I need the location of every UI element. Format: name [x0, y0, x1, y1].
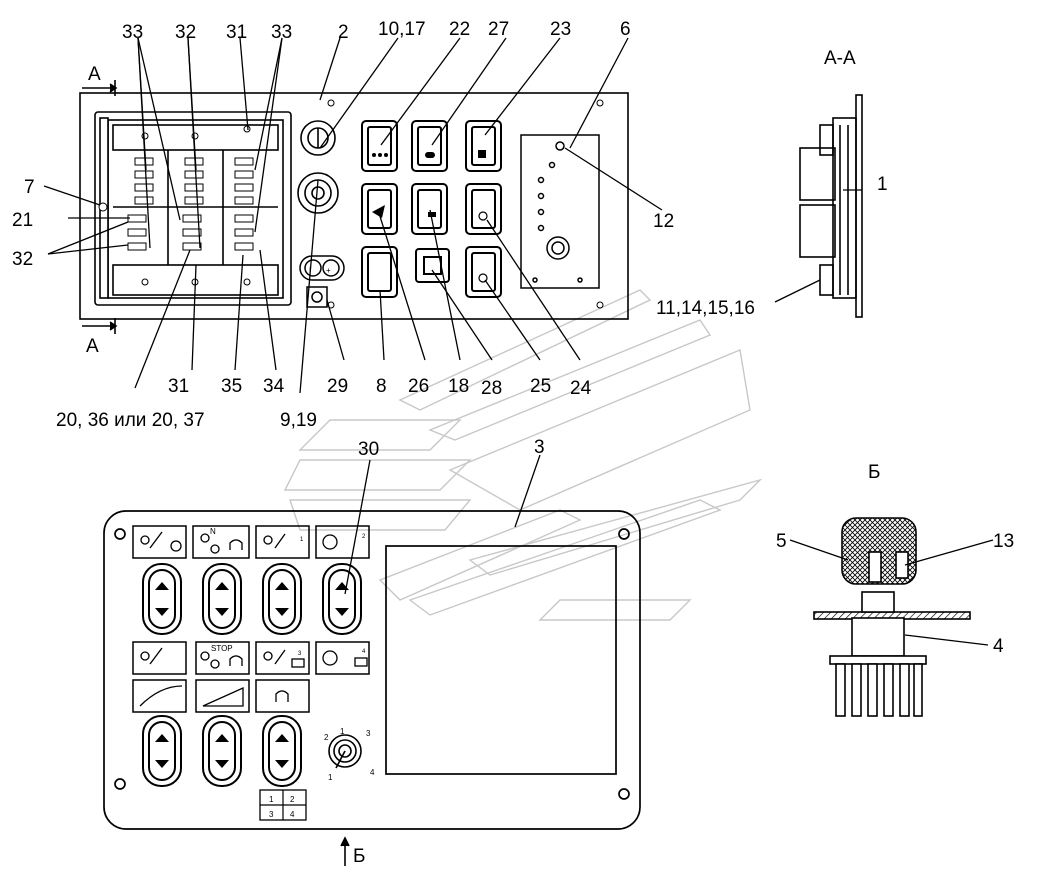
callout-8: 8 — [376, 376, 387, 397]
callout-33b: 33 — [271, 22, 292, 43]
callout-12: 12 — [653, 211, 674, 232]
num-1: 1 — [300, 537, 304, 543]
fuse-column-2 — [182, 157, 204, 251]
callout-20-36-37: 20, 36 или 20, 37 — [56, 410, 205, 431]
stop-text: STOP — [211, 644, 233, 653]
svg-text:4: 4 — [290, 810, 295, 819]
callout-32b: 32 — [12, 249, 33, 270]
knob-numbers: 2 1 3 1 4 — [324, 727, 375, 782]
callout-21: 21 — [12, 210, 33, 231]
callout-34: 34 — [263, 376, 285, 397]
svg-text:1: 1 — [328, 773, 333, 782]
section-aa-view — [799, 94, 863, 318]
svg-text:+: + — [326, 266, 331, 275]
callout-30: 30 — [358, 439, 379, 460]
section-marks — [82, 80, 350, 866]
callout-33: 33 — [122, 22, 143, 43]
position-grid: 1 2 3 4 — [259, 789, 307, 821]
fuse-column-1 — [127, 157, 154, 251]
callout-labels: 33 32 31 33 2 10,17 22 27 23 6 12 7 21 3… — [12, 19, 1014, 657]
rotary-knob — [297, 172, 339, 214]
callout-22: 22 — [449, 19, 470, 40]
detail-b-view — [813, 517, 971, 717]
bottom-rockers — [142, 563, 362, 787]
svg-text:3: 3 — [269, 810, 274, 819]
socket-connector: I + — [299, 255, 345, 308]
callout-10-17: 10,17 — [378, 19, 426, 40]
callout-31b: 31 — [168, 376, 189, 397]
indicator-plate — [520, 134, 600, 289]
svg-text:3: 3 — [366, 729, 371, 738]
selector-knob — [328, 734, 362, 769]
watermark — [283, 289, 763, 621]
top-switches — [361, 120, 502, 298]
plate-texts: N STOP 1 2 3 4 — [210, 527, 366, 657]
callout-13: 13 — [993, 531, 1014, 552]
callout-18: 18 — [448, 376, 469, 397]
bottom-label-plates — [132, 525, 370, 713]
top-panel — [79, 92, 629, 320]
callout-32: 32 — [175, 22, 196, 43]
section-mark-texts: А А А-А Б Б — [86, 48, 880, 867]
leader-lines — [43, 37, 994, 646]
detail-b-title: Б — [868, 462, 880, 483]
callout-26: 26 — [408, 376, 429, 397]
callout-28: 28 — [481, 378, 502, 399]
section-aa-title: А-А — [824, 48, 856, 69]
num-4: 4 — [362, 649, 366, 655]
ignition-switch — [300, 120, 336, 156]
svg-text:4: 4 — [370, 768, 375, 777]
callout-3: 3 — [534, 437, 545, 458]
fuse-column-3 — [234, 157, 254, 251]
callout-6: 6 — [620, 19, 631, 40]
callout-23: 23 — [550, 19, 571, 40]
callout-5: 5 — [776, 531, 787, 552]
callout-7: 7 — [24, 177, 35, 198]
svg-text:А: А — [88, 64, 101, 85]
svg-text:Б: Б — [353, 846, 365, 867]
fuse-grid — [127, 157, 254, 251]
callout-9-19: 9,19 — [280, 410, 317, 431]
svg-text:1: 1 — [269, 795, 274, 804]
callout-24: 24 — [570, 378, 592, 399]
svg-text:1: 1 — [340, 727, 345, 736]
neutral-text: N — [210, 527, 216, 536]
fuse-screws — [98, 99, 604, 309]
callout-2: 2 — [338, 22, 349, 43]
callout-35: 35 — [221, 376, 242, 397]
callout-25: 25 — [530, 376, 551, 397]
switch-icons — [372, 150, 488, 283]
num-3: 3 — [298, 651, 302, 657]
svg-text:2: 2 — [324, 733, 329, 742]
plate-icons — [139, 531, 368, 707]
bottom-panel — [103, 510, 641, 830]
rocker-arrows — [155, 582, 349, 768]
callout-1: 1 — [877, 174, 888, 195]
callout-11-14-15-16: 11,14,15,16 — [656, 298, 755, 319]
callout-31: 31 — [226, 22, 247, 43]
svg-text:2: 2 — [290, 795, 295, 804]
svg-text:А: А — [86, 336, 99, 357]
num-2: 2 — [362, 534, 366, 540]
callout-4: 4 — [993, 636, 1004, 657]
callout-27: 27 — [488, 19, 509, 40]
callout-29: 29 — [327, 376, 348, 397]
